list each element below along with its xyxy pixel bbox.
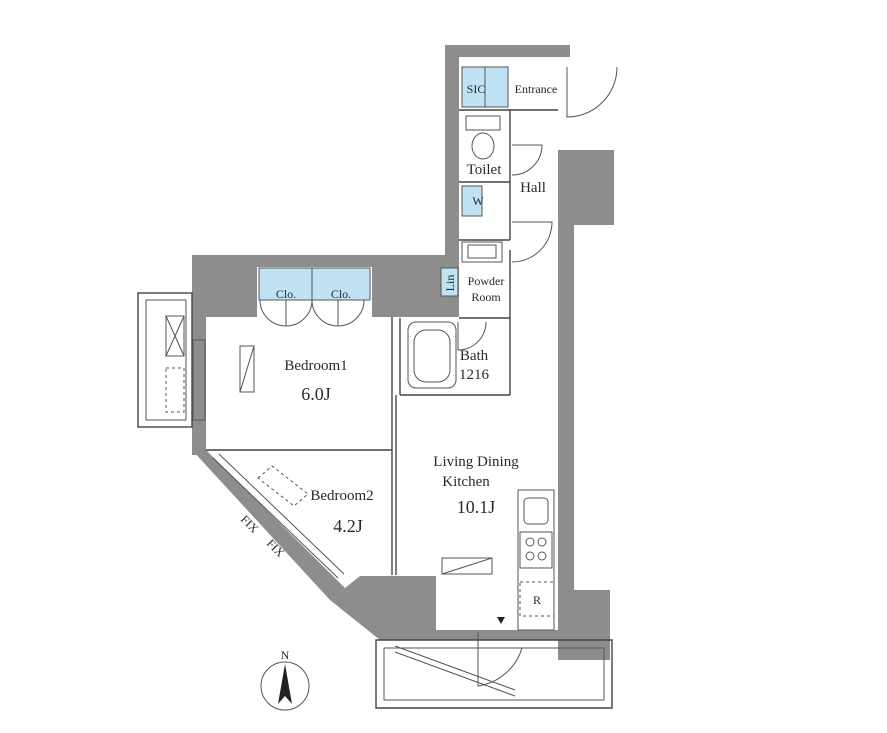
closet-door[interactable]	[337, 299, 365, 327]
toilet-tank	[465, 115, 501, 131]
wall-corridor-left	[445, 45, 459, 305]
closet-door[interactable]	[259, 299, 287, 327]
closet-label-1: Clo.	[276, 287, 296, 301]
fix-window-line	[212, 457, 339, 579]
ac-unit-outline	[165, 367, 185, 413]
bathtub-inner	[413, 329, 451, 383]
ldk-size-label: 10.1J	[457, 497, 496, 517]
wall-right-main	[558, 150, 574, 660]
ac-unit-cross	[165, 315, 185, 357]
lin-label: Lin	[443, 275, 457, 292]
bath-label: Bath	[460, 348, 489, 364]
linen-storage	[440, 267, 459, 297]
hall-door[interactable]	[511, 221, 553, 263]
ldk-label-1: Living Dining	[433, 454, 519, 470]
wall-right-lower	[558, 590, 610, 660]
bedroom2-fixture	[257, 465, 309, 507]
bedroom1-fixture	[239, 345, 255, 393]
closet-door[interactable]	[285, 299, 313, 327]
kitchen-counter	[517, 489, 555, 631]
left-balcony	[137, 292, 193, 428]
ac-unit	[165, 315, 185, 357]
burner-icon	[537, 551, 547, 561]
kitchen-sink	[523, 497, 549, 525]
bedroom2-size-label: 4.2J	[333, 516, 363, 536]
hall-label: Hall	[520, 180, 546, 196]
powder-label-2: Room	[471, 290, 501, 304]
closet-label-2: Clo.	[331, 287, 351, 301]
wall-bottom-block	[330, 576, 436, 640]
bedroom1-window	[192, 339, 206, 421]
bath-size-label: 1216	[459, 367, 490, 383]
bedroom1-fixture-line	[239, 345, 255, 393]
wall-diagonal	[192, 450, 345, 600]
toilet-sink	[461, 185, 483, 217]
bottom-balcony	[375, 639, 613, 709]
compass-label: N	[281, 648, 290, 662]
bottom-balcony-diagonal	[394, 651, 516, 697]
kitchen-stove	[519, 531, 553, 569]
wall-left	[192, 255, 206, 455]
compass-icon: N	[260, 648, 310, 711]
burner-icon	[537, 537, 547, 547]
bedroom2-label: Bedroom2	[310, 488, 373, 504]
wall-bottom	[436, 630, 558, 640]
burner-icon	[525, 537, 535, 547]
sic-label: SIC	[467, 82, 486, 96]
entrance-label: Entrance	[515, 82, 558, 96]
toilet-bowl	[471, 132, 495, 160]
burner-icon	[525, 551, 535, 561]
dining-table	[441, 557, 493, 575]
dining-table-line	[441, 557, 493, 575]
left-balcony-inner	[145, 299, 187, 421]
powder-sink-basin	[467, 244, 497, 259]
balcony-door[interactable]	[477, 632, 523, 687]
powder-sink	[461, 241, 503, 263]
fridge-label: R	[533, 593, 541, 607]
fix-window-line	[218, 453, 345, 575]
wall-entrance-top	[445, 45, 570, 57]
wall-bedroom1-top	[192, 255, 459, 267]
bottom-balcony-diagonal	[394, 645, 516, 691]
bathtub	[407, 321, 457, 389]
w-label: W	[472, 194, 484, 208]
bottom-balcony-inner	[383, 647, 605, 701]
entrance-door[interactable]	[566, 66, 618, 118]
fridge-space	[519, 581, 555, 617]
entry-arrow-icon	[497, 617, 505, 624]
closet-right	[311, 267, 371, 301]
bath-door[interactable]	[457, 321, 487, 351]
toilet-door[interactable]	[511, 144, 543, 176]
bedroom1-label: Bedroom1	[284, 358, 347, 374]
bedroom1-size-label: 6.0J	[301, 384, 331, 404]
closet-door[interactable]	[311, 299, 339, 327]
powder-label-1: Powder	[468, 274, 505, 288]
ldk-label-2: Kitchen	[442, 474, 490, 490]
toilet-label: Toilet	[467, 162, 503, 178]
